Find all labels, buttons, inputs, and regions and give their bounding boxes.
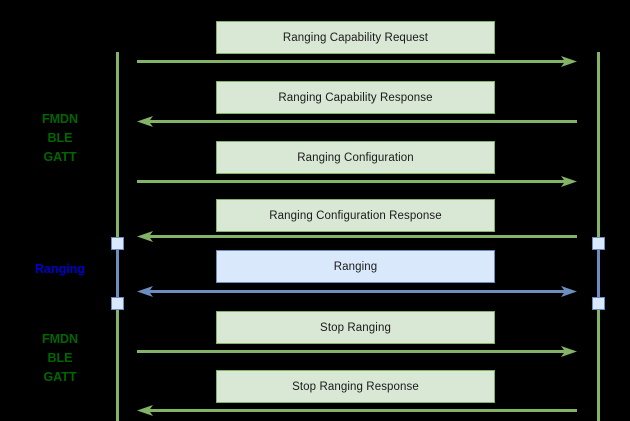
arrow-stop-ranging xyxy=(137,346,577,357)
left-activation-start-node xyxy=(111,237,124,250)
right-activation-bar xyxy=(597,243,600,303)
arrow-ranging-configuration xyxy=(137,176,577,187)
arrow-ranging-capability-response xyxy=(137,116,577,127)
arrow-ranging-bidirectional xyxy=(137,286,577,297)
message-box-ranging-configuration[interactable]: Ranging Configuration xyxy=(216,141,495,174)
left-lifeline xyxy=(116,52,119,421)
left-activation-bar xyxy=(116,243,119,303)
message-box-ranging-capability-request[interactable]: Ranging Capability Request xyxy=(216,21,495,54)
message-box-ranging-capability-response[interactable]: Ranging Capability Response xyxy=(216,81,495,114)
right-activation-end-node xyxy=(592,297,605,310)
phase-label-fmdn-top: FMDN BLE GATT xyxy=(41,112,79,164)
message-box-stop-ranging-response[interactable]: Stop Ranging Response xyxy=(216,370,495,403)
message-box-stop-ranging[interactable]: Stop Ranging xyxy=(216,311,495,344)
phase-label-fmdn-bottom: FMDN BLE GATT xyxy=(41,332,79,384)
arrow-stop-ranging-response xyxy=(137,405,577,416)
message-box-ranging[interactable]: Ranging xyxy=(216,250,495,283)
message-box-ranging-configuration-response[interactable]: Ranging Configuration Response xyxy=(216,199,495,232)
right-lifeline xyxy=(597,52,600,421)
arrow-ranging-capability-request xyxy=(137,56,577,67)
phase-label-ranging: Ranging xyxy=(35,262,85,276)
arrow-ranging-configuration-response xyxy=(137,231,577,242)
left-activation-end-node xyxy=(111,297,124,310)
right-activation-start-node xyxy=(592,237,605,250)
